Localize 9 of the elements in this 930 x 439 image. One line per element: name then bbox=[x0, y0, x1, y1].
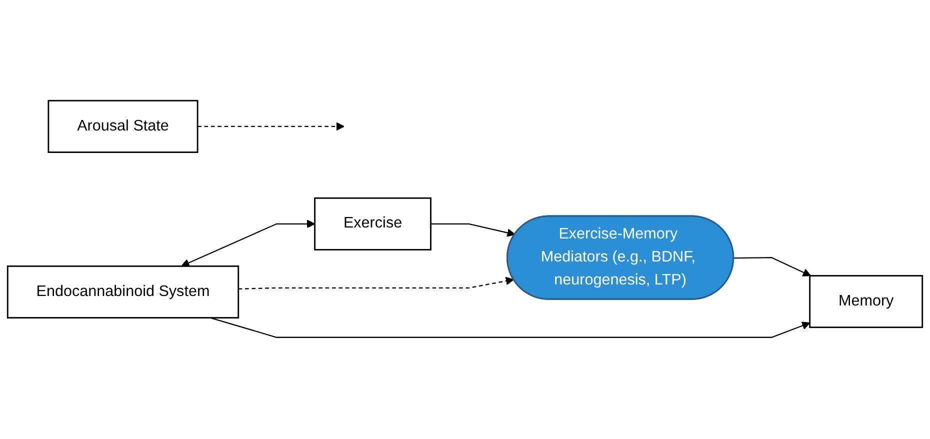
node-box: Arousal State bbox=[48, 100, 198, 154]
node-box: Memory bbox=[809, 276, 924, 329]
arrow bbox=[238, 277, 514, 290]
arrow bbox=[198, 122, 344, 132]
node-box: Endocannabinoid System bbox=[6, 266, 240, 319]
arrow bbox=[734, 258, 811, 277]
arrow bbox=[181, 220, 316, 268]
node-box: Exercise bbox=[314, 198, 432, 251]
arrow bbox=[430, 224, 516, 238]
